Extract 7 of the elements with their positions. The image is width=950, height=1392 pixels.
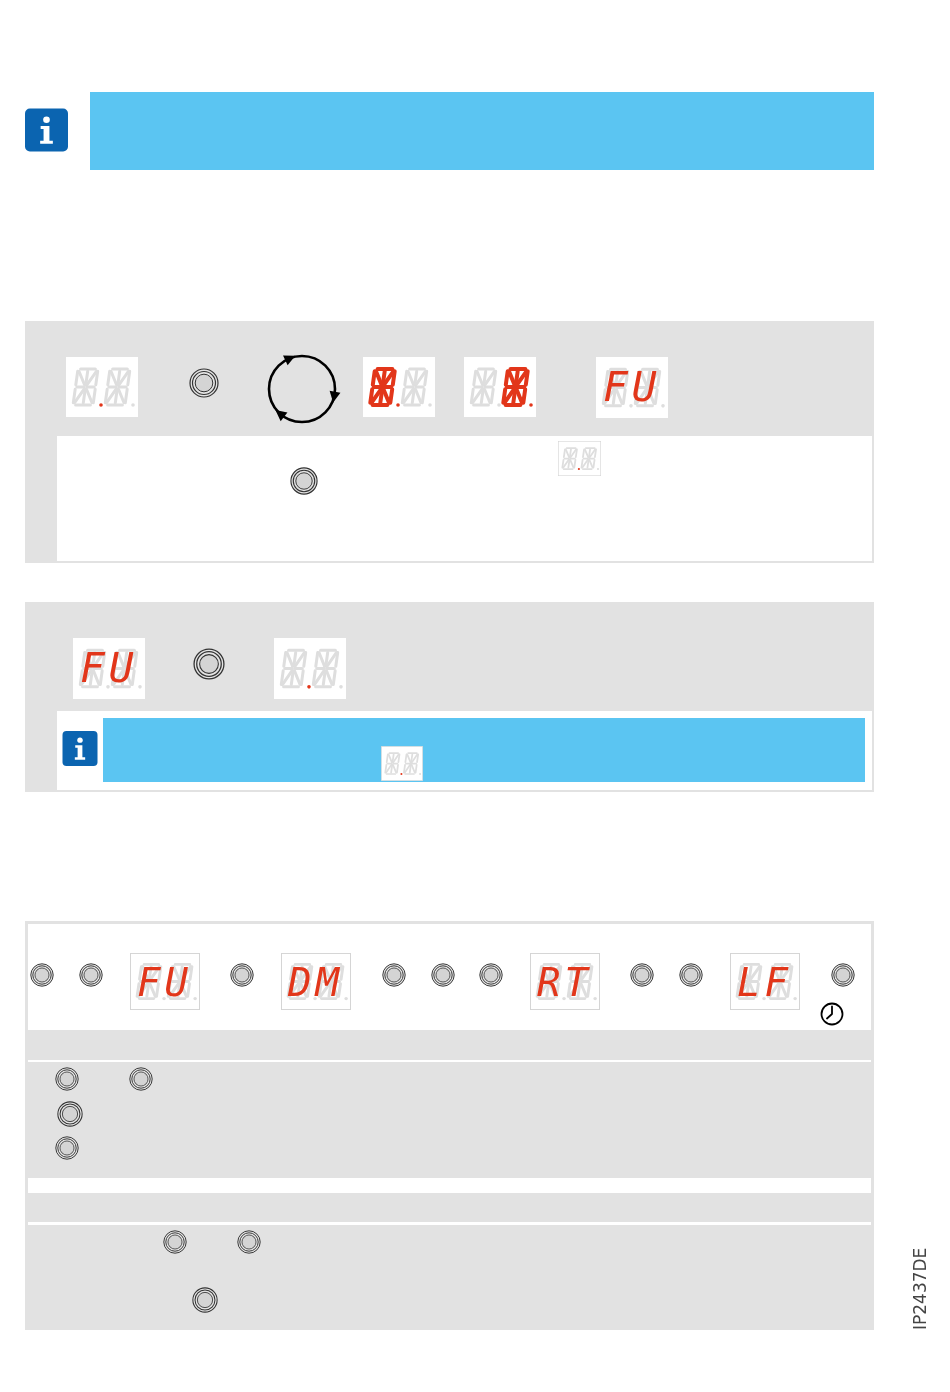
display-readout: FU [80,648,139,689]
display-readout: FU [603,367,662,408]
display-readout: LF [737,963,793,1002]
document-code: IP2437DE [912,1247,929,1330]
display-readout: FU [137,963,193,1002]
display-readout: RT [537,963,593,1002]
display-readout: DM [288,963,344,1002]
